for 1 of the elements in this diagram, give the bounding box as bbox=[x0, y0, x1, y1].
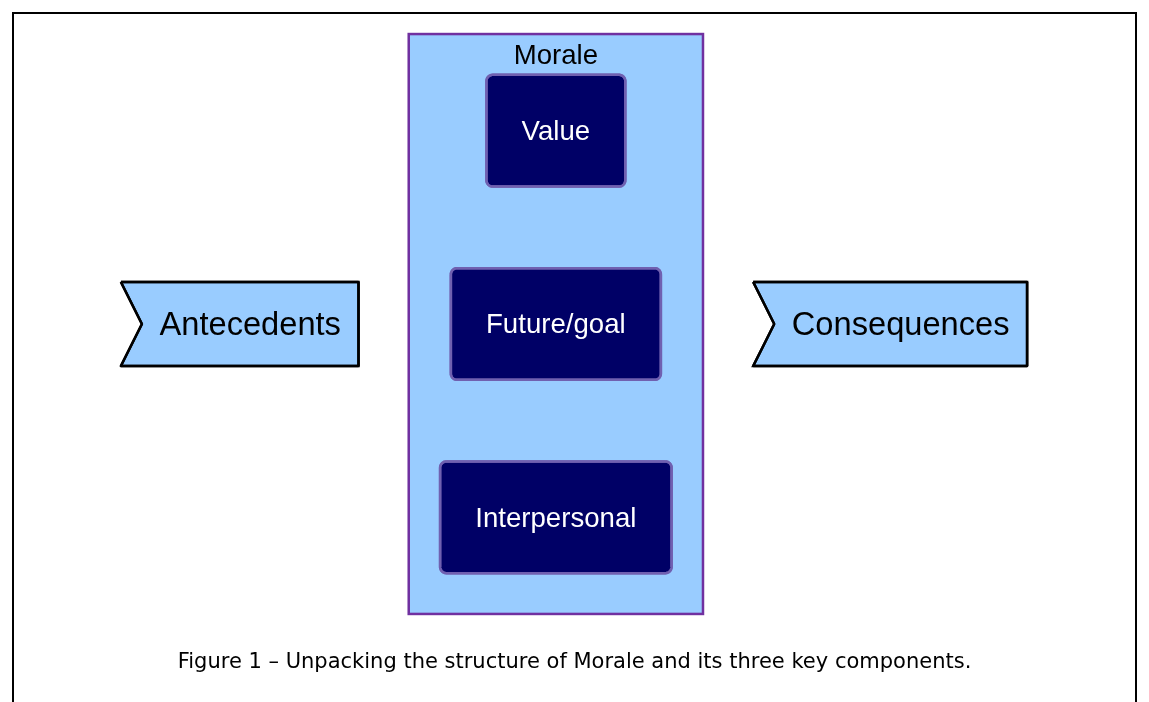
figure-caption: Figure 1 – Unpacking the structure of Morale and its three key components. bbox=[177, 649, 972, 673]
